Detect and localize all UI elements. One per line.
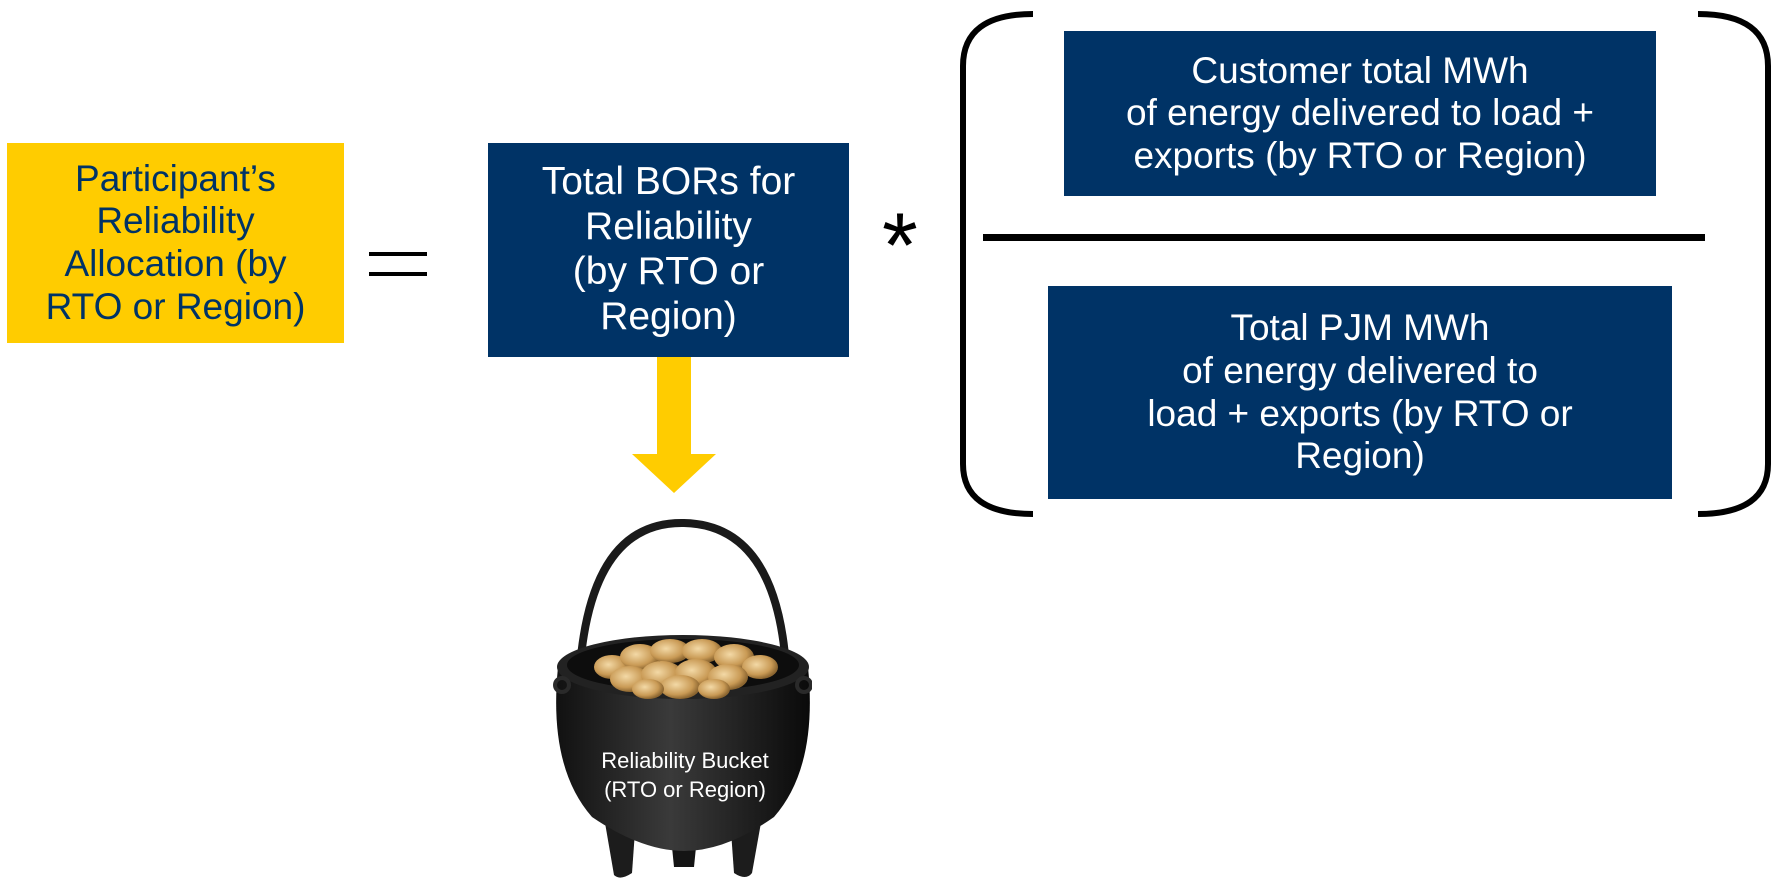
fraction-bar (983, 234, 1705, 241)
participant-allocation-label: Participant’s Reliability Allocation (by… (45, 157, 306, 327)
multiply-symbol: * (882, 195, 918, 297)
pot-of-gold-image (553, 518, 812, 878)
pot-label: Reliability Bucket (RTO or Region) (601, 748, 769, 802)
participant-allocation-box: Participant’s Reliability Allocation (by… (7, 143, 344, 343)
right-bracket (1697, 11, 1771, 517)
left-bracket (960, 11, 1034, 517)
down-arrow-icon (632, 357, 716, 493)
total-bors-label: Total BORs for Reliability (by RTO or Re… (541, 160, 796, 338)
denominator-box: Total PJM MWh of energy delivered to loa… (1048, 286, 1672, 499)
numerator-label: Customer total MWh of energy delivered t… (1126, 49, 1594, 176)
total-bors-box: Total BORs for Reliability (by RTO or Re… (488, 143, 849, 357)
numerator-box: Customer total MWh of energy delivered t… (1064, 31, 1656, 196)
denominator-label: Total PJM MWh of energy delivered to loa… (1147, 307, 1573, 477)
equals-sign (369, 252, 427, 278)
